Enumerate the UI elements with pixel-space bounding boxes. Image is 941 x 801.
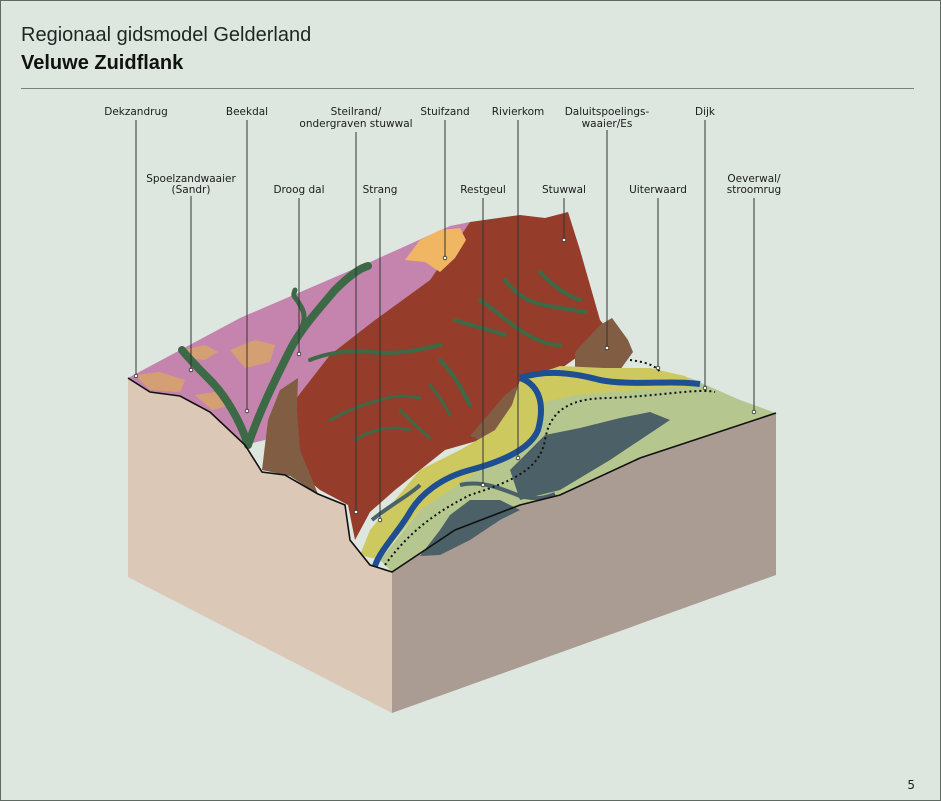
label-restgeul: Restgeul — [460, 184, 506, 196]
stuifzand-patch — [405, 228, 466, 272]
beekdal-area — [262, 378, 318, 494]
header-divider — [21, 88, 914, 89]
label-daluitspoelings-line1: Daluitspoelings- — [565, 106, 650, 118]
rivierkom-area — [510, 412, 670, 500]
label-steilrand-line1: Steilrand/ — [331, 106, 382, 118]
river-channel — [372, 369, 701, 568]
block-front-face — [128, 378, 392, 713]
page-subtitle: Veluwe Zuidflank — [21, 52, 184, 74]
dike-line-east — [629, 359, 661, 373]
restgeul-channel — [459, 481, 556, 501]
stuwwal-area — [270, 212, 608, 540]
leader-lines — [135, 120, 755, 520]
valley-network — [178, 262, 587, 449]
label-spoelzandwaaier-line1: Spoelzandwaaier — [146, 173, 236, 185]
label-stuifzand: Stuifzand — [420, 106, 469, 118]
label-spoelzandwaaier-line2: (Sandr) — [172, 184, 211, 196]
label-strang: Strang — [363, 184, 398, 196]
label-dijk: Dijk — [695, 106, 716, 118]
page-title: Regionaal gidsmodel Gelderland — [21, 24, 312, 46]
sandr-patch-4 — [195, 392, 232, 410]
label-oeverwal-line2: stroomrug — [727, 184, 781, 196]
label-oeverwal-line1: Oeverwal/ — [727, 173, 781, 185]
strang-channel — [370, 483, 422, 522]
sandr-patch-1 — [135, 372, 185, 392]
label-dekzandrug: Dekzandrug — [104, 106, 168, 118]
page-number: 5 — [907, 778, 915, 792]
label-beekdal: Beekdal — [226, 106, 268, 118]
label-steilrand-line2: ondergraven stuwwal — [299, 118, 412, 130]
label-daluitspoelings-line2: waaier/Es — [582, 118, 633, 130]
label-uiterwaard: Uiterwaard — [629, 184, 687, 196]
sandr-patch-2 — [230, 340, 275, 368]
beekdal-area-east — [575, 318, 633, 378]
label-stuwwal: Stuwwal — [542, 184, 586, 196]
label-rivierkom: Rivierkom — [492, 106, 544, 118]
top-surface-outline — [127, 377, 777, 573]
block-side-face — [392, 413, 776, 713]
label-droog-dal: Droog dal — [273, 184, 324, 196]
leader-dots — [133, 237, 757, 523]
